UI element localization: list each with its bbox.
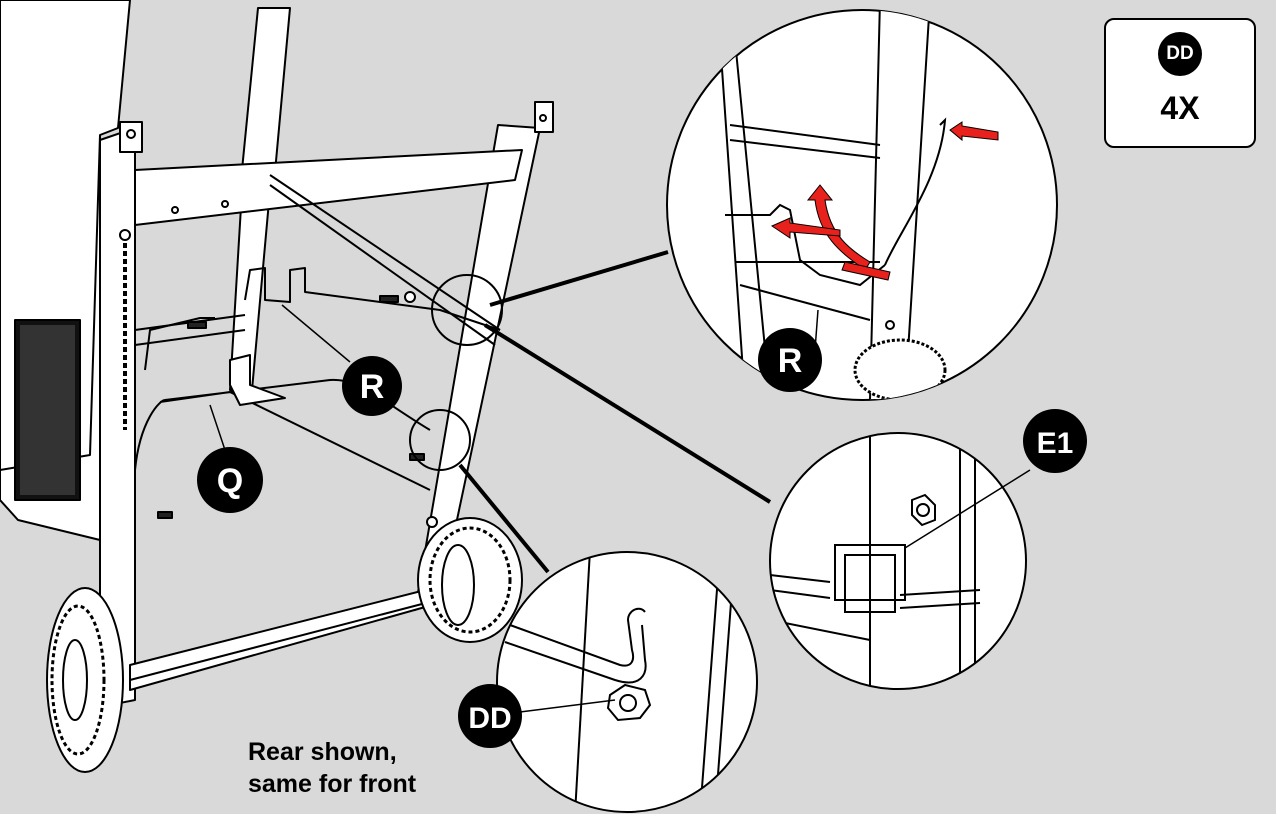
callout-dd-detail: DD xyxy=(458,684,522,748)
svg-text:E1: E1 xyxy=(1037,427,1074,460)
callout-r-detail: R xyxy=(758,328,822,392)
leader-lines xyxy=(209,304,351,451)
part-dd-badge: DD xyxy=(1158,32,1202,76)
part-quantity: 4X xyxy=(1160,90,1200,126)
detail-dd-circle xyxy=(496,551,758,813)
caption-line-1: Rear shown, xyxy=(248,738,397,766)
detail-e1-circle xyxy=(769,432,1027,690)
red-arrow-left xyxy=(770,217,841,239)
svg-text:DD: DD xyxy=(468,702,511,735)
caption: Rear shown, same for front xyxy=(248,736,416,800)
parts-quantity-box: DD 4X xyxy=(1104,18,1256,148)
caption-line-2: same for front xyxy=(248,770,417,798)
red-arrow-curved xyxy=(806,184,871,271)
svg-text:R: R xyxy=(360,368,385,406)
top-crossbar xyxy=(134,149,523,226)
callout-q-main: Q xyxy=(197,447,263,513)
left-wheel xyxy=(46,587,124,773)
svg-text:R: R xyxy=(778,342,803,380)
zoom-source-circle-dd xyxy=(409,409,471,471)
upright-bar xyxy=(241,7,291,173)
screws xyxy=(157,295,425,519)
zoom-connectors xyxy=(458,250,772,574)
detail-r-circle xyxy=(666,9,1058,401)
right-wheel xyxy=(417,517,523,643)
red-wire-segment xyxy=(841,261,891,281)
svg-text:Q: Q xyxy=(217,462,243,500)
grill-cart-drawing xyxy=(0,0,554,773)
zoom-source-circle-r xyxy=(431,274,503,346)
callout-e1-detail: E1 xyxy=(1023,409,1087,473)
callout-r-main: R xyxy=(342,356,402,416)
red-arrow-small xyxy=(949,121,999,142)
